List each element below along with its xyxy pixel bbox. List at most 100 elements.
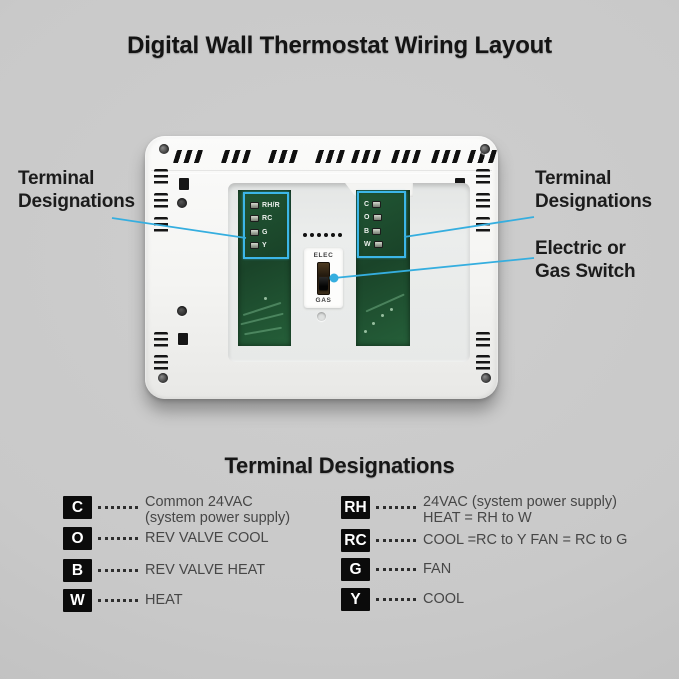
terminal-screw-icon xyxy=(373,240,383,248)
pcb-window-left xyxy=(238,190,291,346)
legend-row-y: Y COOL xyxy=(341,588,464,611)
terminal-screw-icon xyxy=(372,227,382,235)
left-terminal-highlight-box: RH/R RC G Y xyxy=(243,192,289,259)
dotted-leader xyxy=(98,506,138,509)
terminal-key-badge: Y xyxy=(341,588,370,611)
mounting-slot xyxy=(178,333,188,345)
mounting-slot xyxy=(179,178,189,190)
terminal-screw-icon xyxy=(250,228,259,236)
corner-screw xyxy=(158,373,168,383)
legend-text: REV VALVE HEAT xyxy=(145,562,266,579)
terminal-label: W xyxy=(364,240,371,248)
vent-slots xyxy=(267,150,299,163)
center-hole xyxy=(317,312,326,321)
legend-row-c: C Common 24VAC (system power supply) xyxy=(63,494,291,526)
terminal-key-badge: C xyxy=(63,496,92,519)
vent-slots xyxy=(430,150,462,163)
callout-line: Terminal xyxy=(18,168,95,189)
callout-line: Designations xyxy=(18,191,135,212)
legend-line: Common 24VAC xyxy=(145,494,253,510)
dotted-leader xyxy=(98,569,138,572)
terminal-label: O xyxy=(364,214,370,222)
corner-screw xyxy=(159,144,169,154)
terminal-label: C xyxy=(364,201,370,209)
terminal-row: O xyxy=(359,214,404,222)
side-vent xyxy=(154,355,168,373)
right-terminal-highlight-box: C O B W xyxy=(357,191,406,258)
terminal-screw-icon xyxy=(250,241,259,249)
legend-text: COOL =RC to Y FAN = RC to G xyxy=(423,532,628,549)
screw-hole xyxy=(177,198,187,208)
terminal-label: RC xyxy=(262,215,273,223)
thermostat-backplate: RH/R RC G Y C O xyxy=(145,136,498,399)
terminal-row: Y xyxy=(245,241,287,249)
side-vent xyxy=(154,332,168,350)
vent-slots xyxy=(390,150,422,163)
side-vent xyxy=(476,193,490,211)
legend-line: (system power supply) xyxy=(145,509,291,526)
screw-hole xyxy=(177,306,187,316)
callout-line: Designations xyxy=(535,191,652,212)
dotted-leader xyxy=(376,539,416,542)
terminal-row: C xyxy=(359,201,404,209)
vent-slots xyxy=(350,150,382,163)
legend-row-rc: RC COOL =RC to Y FAN = RC to G xyxy=(341,529,627,552)
legend-heading: Terminal Designations xyxy=(224,453,455,478)
terminal-row: G xyxy=(245,228,287,236)
switch-bottom-label: GAS xyxy=(315,297,332,304)
legend-row-o: O REV VALVE COOL xyxy=(63,527,269,550)
vent-slots xyxy=(220,150,252,163)
terminal-row: RC xyxy=(245,215,287,223)
terminal-screw-icon xyxy=(250,202,259,210)
dotted-leader xyxy=(98,537,138,540)
terminal-key-badge: O xyxy=(63,527,92,550)
callout-line: Gas Switch xyxy=(535,261,636,282)
pcb-pad xyxy=(372,322,375,325)
terminal-label: RH/R xyxy=(262,202,280,210)
switch-callout: Electric or Gas Switch xyxy=(535,237,636,283)
left-terminal-callout: Terminal Designations xyxy=(18,167,135,213)
terminal-row: B xyxy=(359,227,404,235)
page-title: Digital Wall Thermostat Wiring Layout xyxy=(127,32,552,59)
legend-row-b: B REV VALVE HEAT xyxy=(63,559,265,582)
side-vent xyxy=(154,217,168,235)
legend-row-w: W HEAT xyxy=(63,589,183,612)
dotted-leader xyxy=(376,598,416,601)
legend-line: COOL xyxy=(423,591,465,607)
terminal-key-badge: W xyxy=(63,589,92,612)
legend-line: FAN xyxy=(423,561,452,577)
legend-text: REV VALVE COOL xyxy=(145,530,269,547)
switch-knob xyxy=(319,276,328,290)
pcb-pad xyxy=(390,308,393,311)
dotted-leader xyxy=(376,568,416,571)
legend-line: COOL =RC to Y FAN = RC to G xyxy=(423,532,628,548)
terminal-label: Y xyxy=(262,241,267,249)
corner-screw xyxy=(481,373,491,383)
elec-gas-switch: ELEC GAS xyxy=(304,248,343,308)
legend-line: REV VALVE HEAT xyxy=(145,562,266,578)
legend-text: Common 24VAC (system power supply) xyxy=(145,494,291,526)
terminal-label: G xyxy=(262,228,268,236)
pcb-trace xyxy=(244,326,282,335)
terminal-screw-icon xyxy=(372,214,382,222)
side-vent xyxy=(154,169,168,187)
legend-line: HEAT = RH to W xyxy=(423,509,532,526)
legend-row-g: G FAN xyxy=(341,558,451,581)
legend-row-rh: RH 24VAC (system power supply) HEAT = RH… xyxy=(341,494,617,526)
plate-ridge xyxy=(151,170,492,174)
terminal-key-badge: RC xyxy=(341,529,370,552)
switch-slot xyxy=(317,261,330,295)
legend-line: REV VALVE COOL xyxy=(145,530,269,546)
side-vent xyxy=(476,332,490,350)
terminal-row: RH/R xyxy=(245,202,287,210)
legend-text: FAN xyxy=(423,561,452,578)
dotted-leader xyxy=(98,599,138,602)
legend-line: 24VAC (system power supply) xyxy=(423,494,617,510)
switch-top-label: ELEC xyxy=(313,252,334,259)
side-vent xyxy=(476,169,490,187)
pcb-pad xyxy=(264,297,267,300)
callout-line: Electric or xyxy=(535,238,626,259)
terminal-screw-icon xyxy=(372,201,382,209)
pcb-trace xyxy=(240,312,284,325)
vent-slots xyxy=(314,150,346,163)
